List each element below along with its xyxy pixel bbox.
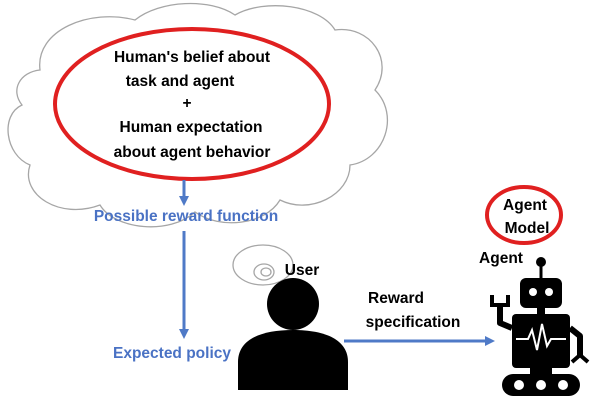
agent-model-highlight [485, 185, 563, 245]
agent-label: Agent [479, 250, 523, 267]
reward-label-line1: Reward [368, 290, 424, 307]
reward-label-line2: specification [366, 314, 461, 331]
expectation-text-line2: about agent behavior [114, 144, 271, 161]
user-label: User [285, 262, 319, 279]
expected-policy-label: Expected policy [113, 345, 231, 362]
robot-agent-icon [490, 257, 590, 396]
belief-text-line2: task and agent [126, 73, 235, 90]
plus-sign: + [182, 95, 191, 112]
agent-model-line2: Model [505, 220, 550, 237]
user-silhouette-icon [238, 278, 348, 390]
human-belief-highlight [53, 27, 331, 181]
thought-cloud-icon [7, 2, 389, 228]
agent-model-line1: Agent [503, 197, 547, 214]
possible-reward-function-label: Possible reward function [94, 208, 278, 225]
thought-bubble-small [260, 267, 272, 277]
expectation-text-line1: Human expectation [120, 119, 263, 136]
belief-text-line1: Human's belief about [114, 49, 270, 66]
